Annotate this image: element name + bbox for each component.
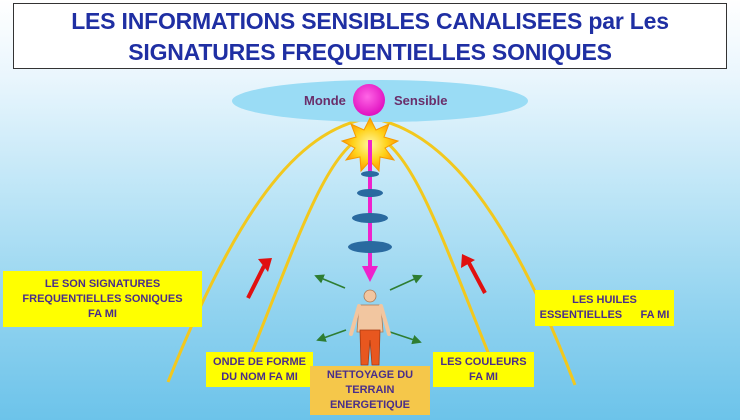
box-onde-line-2: DU NOM FA MI [221,370,298,383]
sensible-label: Sensible [394,93,448,108]
box-huiles-essentielles: LES HUILES ESSENTIELLES FA MI [535,290,674,326]
box-nettoyage-terrain: NETTOYAGE DU TERRAIN ENERGETIQUE [310,366,430,415]
box-son-line-3: FA MI [88,307,117,320]
green-arrow [314,274,346,289]
energy-disc [348,241,392,253]
red-up-arrow-right [461,254,487,294]
box-nettoyage-line-2: TERRAIN [345,384,395,396]
title-line-2: SIGNATURES FREQUENTIELLES SONIQUES [128,39,612,65]
box-couleurs-line-1: LES COULEURS [440,355,527,368]
box-huiles-line-1: LES HUILES [572,294,637,306]
red-up-arrow-left [246,258,272,299]
energy-disc [361,171,379,177]
energy-disc [357,189,383,197]
human-figure-icon [349,289,391,366]
green-arrow [389,274,423,291]
green-arrow [316,329,347,342]
box-les-couleurs: LES COULEURS FA MI [433,352,534,387]
box-couleurs-line-2: FA MI [469,370,498,383]
monde-label: Monde [304,93,346,108]
magenta-sphere [353,84,385,116]
box-son-signatures: LE SON SIGNATURES FREQUENTIELLES SONIQUE… [3,271,202,327]
box-onde-line-1: ONDE DE FORME [213,355,306,368]
box-onde-de-forme: ONDE DE FORME DU NOM FA MI [206,352,313,387]
green-arrow [389,331,422,345]
box-nettoyage-line-1: NETTOYAGE DU [326,369,414,381]
box-son-line-1: LE SON SIGNATURES [44,277,161,290]
title-line-1: LES INFORMATIONS SENSIBLES CANALISEES pa… [71,8,669,34]
box-son-line-2: FREQUENTIELLES SONIQUES [22,292,183,305]
box-huiles-line-2: ESSENTIELLES FA MI [539,309,670,321]
energy-disc [352,213,388,223]
box-nettoyage-line-3: ENERGETIQUE [329,399,411,411]
title-banner: LES INFORMATIONS SENSIBLES CANALISEES pa… [13,3,727,69]
energy-beam-arrowhead [362,266,378,282]
